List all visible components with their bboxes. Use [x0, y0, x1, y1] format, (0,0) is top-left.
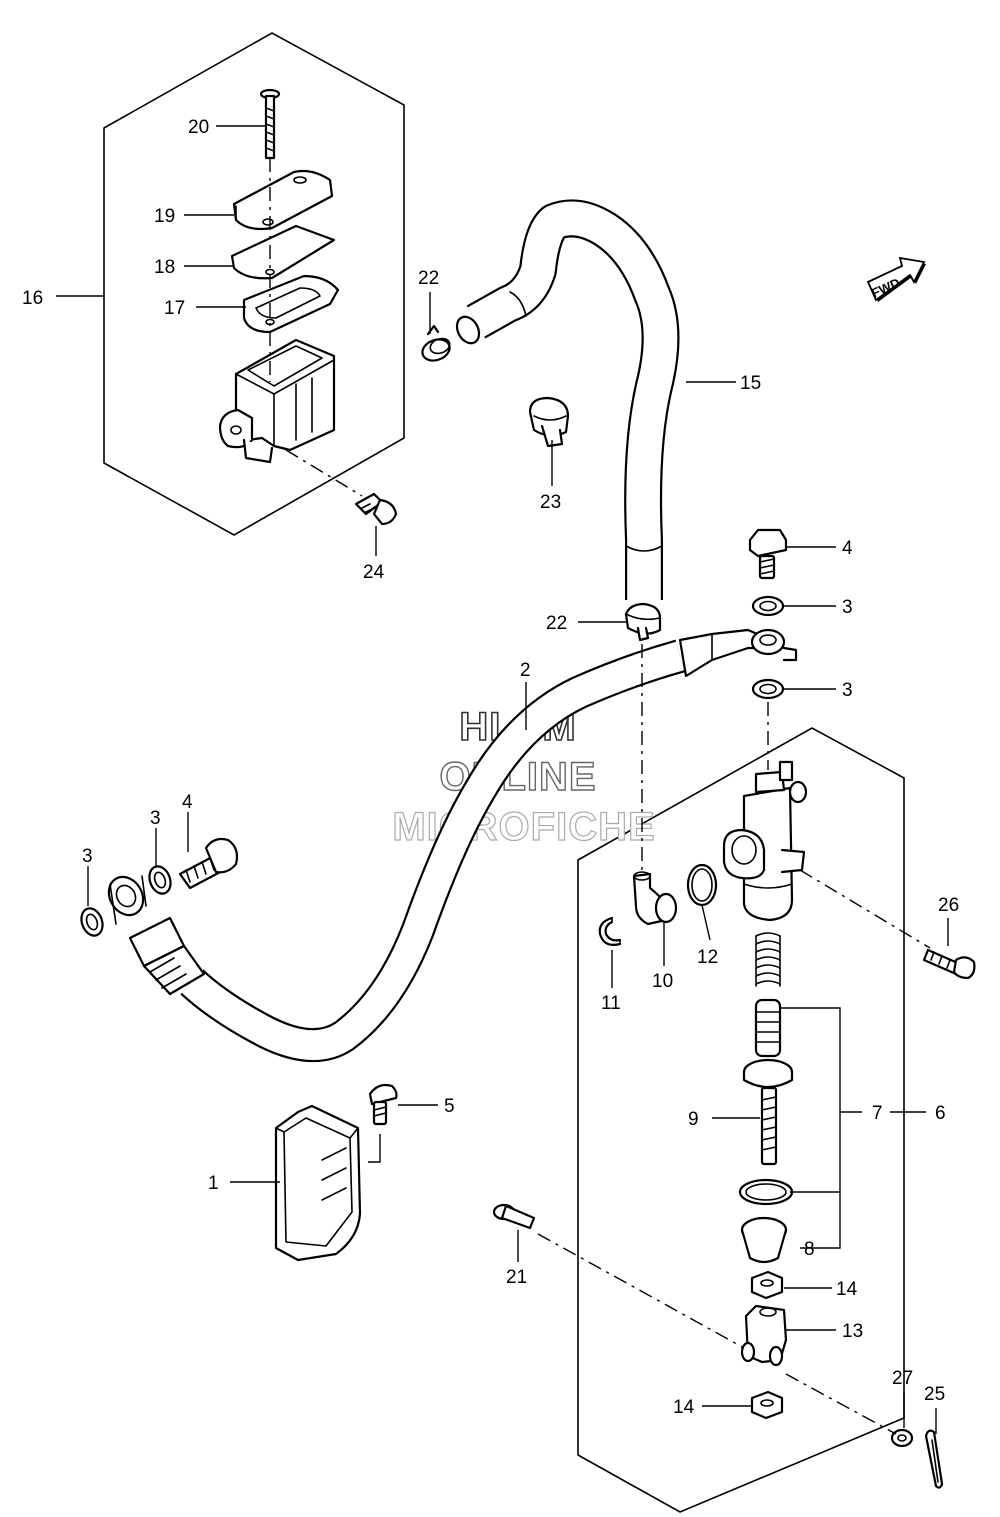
- label-8[interactable]: 8: [804, 1239, 815, 1260]
- master-cylinder-mount-bolt: [922, 948, 976, 980]
- label-11[interactable]: 11: [601, 993, 621, 1014]
- reservoir-hose: [455, 199, 680, 600]
- pin-washer: [890, 1428, 914, 1448]
- clevis-pin: [492, 1203, 536, 1230]
- dust-boot: [740, 1216, 788, 1264]
- hose-clamp-23: [528, 396, 570, 448]
- label-22-lower[interactable]: 22: [546, 613, 567, 634]
- watermark-line-2: ONLINE: [439, 755, 596, 799]
- label-3-lower-inner[interactable]: 3: [150, 808, 161, 829]
- label-4-lower[interactable]: 4: [182, 792, 193, 813]
- label-10[interactable]: 10: [652, 971, 673, 992]
- label-12[interactable]: 12: [697, 947, 718, 968]
- label-23[interactable]: 23: [540, 492, 561, 513]
- label-3-upper-1[interactable]: 3: [842, 597, 853, 618]
- fwd-arrow-icon: FWD: [866, 256, 926, 302]
- label-6[interactable]: 6: [935, 1103, 946, 1124]
- label-21[interactable]: 21: [506, 1267, 527, 1288]
- hose-clamp-upper: [421, 324, 451, 362]
- label-3-lower-outer[interactable]: 3: [82, 846, 93, 867]
- watermark: HLSM ONLINE MICROFICHE: [392, 704, 656, 849]
- label-5[interactable]: 5: [444, 1096, 455, 1117]
- cotter-pin: [924, 1429, 944, 1489]
- brake-hose: [107, 628, 798, 1062]
- label-1[interactable]: 1: [208, 1173, 219, 1194]
- reservoir-cap: [232, 169, 334, 231]
- label-13[interactable]: 13: [842, 1321, 863, 1342]
- cover-screw: [368, 1083, 398, 1126]
- label-14-lower[interactable]: 14: [673, 1397, 695, 1418]
- label-27[interactable]: 27: [892, 1368, 913, 1389]
- label-3-upper-2[interactable]: 3: [842, 680, 853, 701]
- piston-cup: [754, 998, 782, 1058]
- reservoir-cap-screw: [259, 88, 281, 160]
- hose-clamp-lower: [624, 602, 662, 642]
- leader-lines: [56, 125, 949, 1434]
- assembly-lines: [269, 158, 931, 1435]
- reservoir-tank: [218, 338, 336, 464]
- reservoir-hose-joint: [632, 871, 678, 926]
- label-2[interactable]: 2: [520, 660, 531, 681]
- label-15[interactable]: 15: [740, 373, 761, 394]
- label-9[interactable]: 9: [688, 1109, 699, 1130]
- label-4-upper[interactable]: 4: [842, 538, 853, 559]
- banjo-bolt-upper: [748, 528, 788, 580]
- label-26[interactable]: 26: [938, 895, 959, 916]
- label-18[interactable]: 18: [154, 257, 175, 278]
- clevis: [740, 1304, 788, 1367]
- banjo-bolt-lower: [178, 837, 239, 890]
- reservoir-assembly-box: [103, 32, 405, 536]
- o-ring: [686, 863, 718, 907]
- label-17[interactable]: 17: [164, 298, 185, 319]
- label-7[interactable]: 7: [872, 1103, 883, 1124]
- label-22-upper[interactable]: 22: [418, 268, 439, 289]
- lock-nut-lower: [750, 1390, 784, 1420]
- watermark-line-3: MICROFICHE: [392, 805, 655, 849]
- push-rod: [742, 1058, 794, 1166]
- label-16[interactable]: 16: [22, 288, 43, 309]
- lock-nut-upper: [750, 1270, 784, 1300]
- washer-upper-1: [751, 595, 785, 617]
- circlip-lower: [738, 1178, 794, 1206]
- label-14-upper[interactable]: 14: [836, 1279, 858, 1300]
- reservoir-diaphragm: [242, 274, 340, 334]
- piston-spring: [755, 932, 781, 987]
- master-cylinder-body: [722, 760, 808, 922]
- label-19[interactable]: 19: [154, 206, 175, 227]
- label-20[interactable]: 20: [188, 117, 209, 138]
- washer-lower-left-inner: [148, 865, 172, 895]
- part-labels: 20 19 18 17 16 24 22 23 22 15 4 3 3 2 4 …: [22, 117, 959, 1418]
- label-25[interactable]: 25: [924, 1384, 945, 1405]
- reservoir-mount-bolt: [354, 492, 398, 526]
- circlip-upper: [598, 916, 622, 946]
- washer-upper-2: [751, 678, 785, 700]
- washer-lower-left-outer: [80, 907, 104, 937]
- master-cylinder-cover: [274, 1104, 362, 1262]
- reservoir-plate: [230, 224, 336, 280]
- label-24[interactable]: 24: [363, 562, 385, 583]
